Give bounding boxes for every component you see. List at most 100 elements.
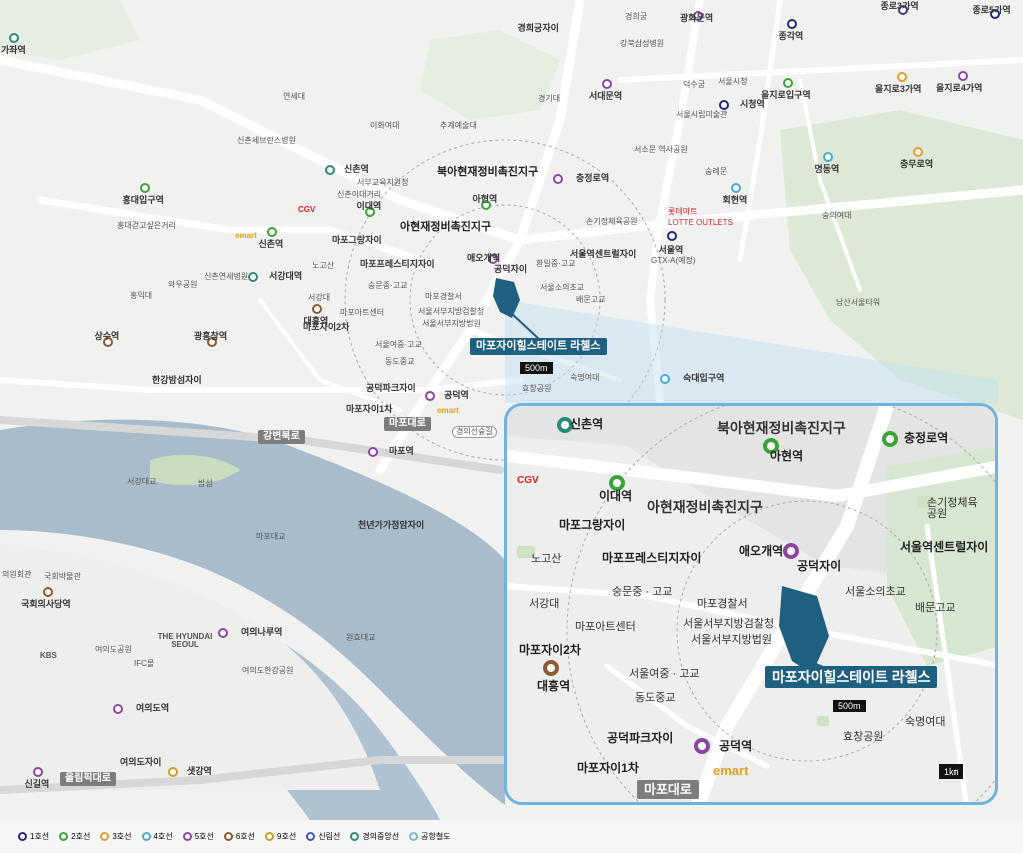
label-hangang-park-sx: 한강밤섬자이 <box>152 375 202 385</box>
label-sinchon-ewha: 신촌이대거리 <box>337 190 382 199</box>
station-label: 공덕역 <box>444 390 469 400</box>
label-sookmyung: 숙명여대 <box>570 373 600 382</box>
station-marker[interactable] <box>693 11 703 21</box>
station-label: 샛강역 <box>187 766 212 776</box>
legend-label: 신림선 <box>318 832 341 841</box>
label-gyeongui-forest: 경의선숲길 <box>452 426 497 438</box>
label-gtx: GTX-A(예정) <box>651 256 696 265</box>
station-marker[interactable] <box>113 704 123 714</box>
station-label: 경희궁자이 <box>517 23 559 33</box>
inset-label-idae: 이대역 <box>599 489 633 503</box>
label-severance: 신촌세브란스병원 <box>237 136 296 145</box>
station-marker[interactable] <box>897 72 907 82</box>
station-marker[interactable] <box>823 152 833 162</box>
station-marker[interactable] <box>898 5 908 15</box>
station-marker[interactable] <box>248 272 258 282</box>
inset-station-marker[interactable] <box>882 431 898 447</box>
inset-station-marker[interactable] <box>783 543 799 559</box>
legend-ring-icon <box>265 832 275 841</box>
station-label: 광화문역 <box>680 13 714 23</box>
station-marker[interactable] <box>267 227 277 237</box>
station-marker[interactable] <box>731 183 741 193</box>
inset-emart-logo: emart <box>713 763 749 778</box>
inset-station-marker[interactable] <box>557 417 573 433</box>
label-gongdeok-xi: 공덕자이 <box>494 264 528 274</box>
station-label: 회현역 <box>722 195 748 205</box>
station-marker[interactable] <box>207 337 217 347</box>
station-marker[interactable] <box>783 78 793 88</box>
label-yeouido-parkname: 여의도공원 <box>95 645 132 654</box>
legend-item: 경의중앙선 <box>350 831 399 842</box>
station-marker[interactable] <box>312 304 322 314</box>
label-sindeok: 신촌연세병원 <box>204 272 249 281</box>
station-marker[interactable] <box>103 337 113 347</box>
legend-label: 2호선 <box>71 832 91 841</box>
lotte-outlets-logo: LOTTE OUTLETS <box>668 218 733 227</box>
station-label: 신길역 <box>24 779 50 789</box>
inset-label-mapo-police: 마포경찰서 <box>697 598 748 610</box>
station-marker[interactable] <box>9 33 19 43</box>
label-mapo-xi2: 마포자이2차 <box>303 322 350 332</box>
station-label: 을지로3가역 <box>875 84 922 94</box>
inset-label-mapo-xi1: 마포자이1차 <box>577 761 639 775</box>
label-gangbuk-hospital: 강북삼성병원 <box>620 39 665 48</box>
station-marker[interactable] <box>168 767 178 777</box>
station-marker[interactable] <box>425 391 435 401</box>
inset-station-marker[interactable] <box>694 738 710 754</box>
inset-label-sookmyung: 숙명여대 <box>905 716 946 728</box>
map-background <box>0 0 1023 820</box>
label-mapo-police: 마포경찰서 <box>425 292 462 301</box>
inset-label-nogosan: 노고산 <box>531 553 562 565</box>
han-river <box>0 419 505 805</box>
station-marker[interactable] <box>140 183 150 193</box>
station-marker[interactable] <box>325 165 335 175</box>
inset-site-highlight[interactable]: 마포자이힐스테이트 라첼스 <box>765 666 938 688</box>
legend-ring-icon <box>182 832 192 841</box>
roads <box>0 0 1023 794</box>
inset-label-seoul-central: 서울역센트럴자이 <box>900 540 989 554</box>
label-seoul-city-hall: 서울시청 <box>718 77 748 86</box>
legend-label: 1호선 <box>30 832 50 841</box>
station-marker[interactable] <box>719 100 729 110</box>
label-seobu-edu: 서부교육지원청 <box>357 178 409 187</box>
station-marker[interactable] <box>481 200 491 210</box>
station-marker[interactable] <box>990 9 1000 19</box>
label-sowi: 서울소의초교 <box>540 283 585 292</box>
station-label: 서강대역 <box>269 271 303 281</box>
station-label: 종로5가역 <box>972 5 1011 15</box>
label-seoul-girls: 서울여중·고교 <box>375 340 422 349</box>
label-mapo-prestige: 마포프레스티지자이 <box>360 259 435 269</box>
inset-label-daeheung: 대흥역 <box>537 679 571 693</box>
site-highlight-label[interactable]: 마포자이힐스테이트 라첼스 <box>470 338 607 355</box>
station-marker[interactable] <box>787 19 797 29</box>
inset-station-marker[interactable] <box>609 475 625 491</box>
label-assembly-museum: 국회박물관 <box>44 572 81 581</box>
label-yeouido-xi: 여의도자이 <box>120 757 162 767</box>
station-marker[interactable] <box>218 628 228 638</box>
inset-station-marker[interactable] <box>543 660 559 676</box>
inset-road-mapodaero: 마포대로 <box>637 780 699 799</box>
station-marker[interactable] <box>667 231 677 241</box>
kbs-logo: KBS <box>40 651 57 660</box>
legend-label: 경의중앙선 <box>362 832 400 841</box>
station-marker[interactable] <box>365 207 375 217</box>
station-marker[interactable] <box>33 767 43 777</box>
station-marker[interactable] <box>43 587 53 597</box>
inset-label-ahyeon-zone: 아현재정비촉진지구 <box>647 499 763 515</box>
station-marker[interactable] <box>553 174 563 184</box>
station-marker[interactable] <box>958 71 968 81</box>
station-marker[interactable] <box>368 447 378 457</box>
label-seoul-museum: 서울시립미술관 <box>676 110 728 119</box>
label-gyeonggidae: 경기대 <box>538 94 561 103</box>
label-sungeui: 숭의여대 <box>822 211 852 220</box>
inset-label-sonkijeong: 손기정체육공원 <box>927 497 978 520</box>
station-marker[interactable] <box>602 79 612 89</box>
inset-label-seobu-law: 서울서부지방법원 <box>691 634 772 646</box>
ifc-logo: IFC몰 <box>134 659 155 668</box>
station-label: 상수역 <box>94 331 120 341</box>
station-marker[interactable] <box>488 254 498 264</box>
station-marker[interactable] <box>660 374 670 384</box>
station-marker[interactable] <box>913 147 923 157</box>
inset-station-marker[interactable] <box>763 438 779 454</box>
legend-item: 1호선 <box>18 831 49 842</box>
